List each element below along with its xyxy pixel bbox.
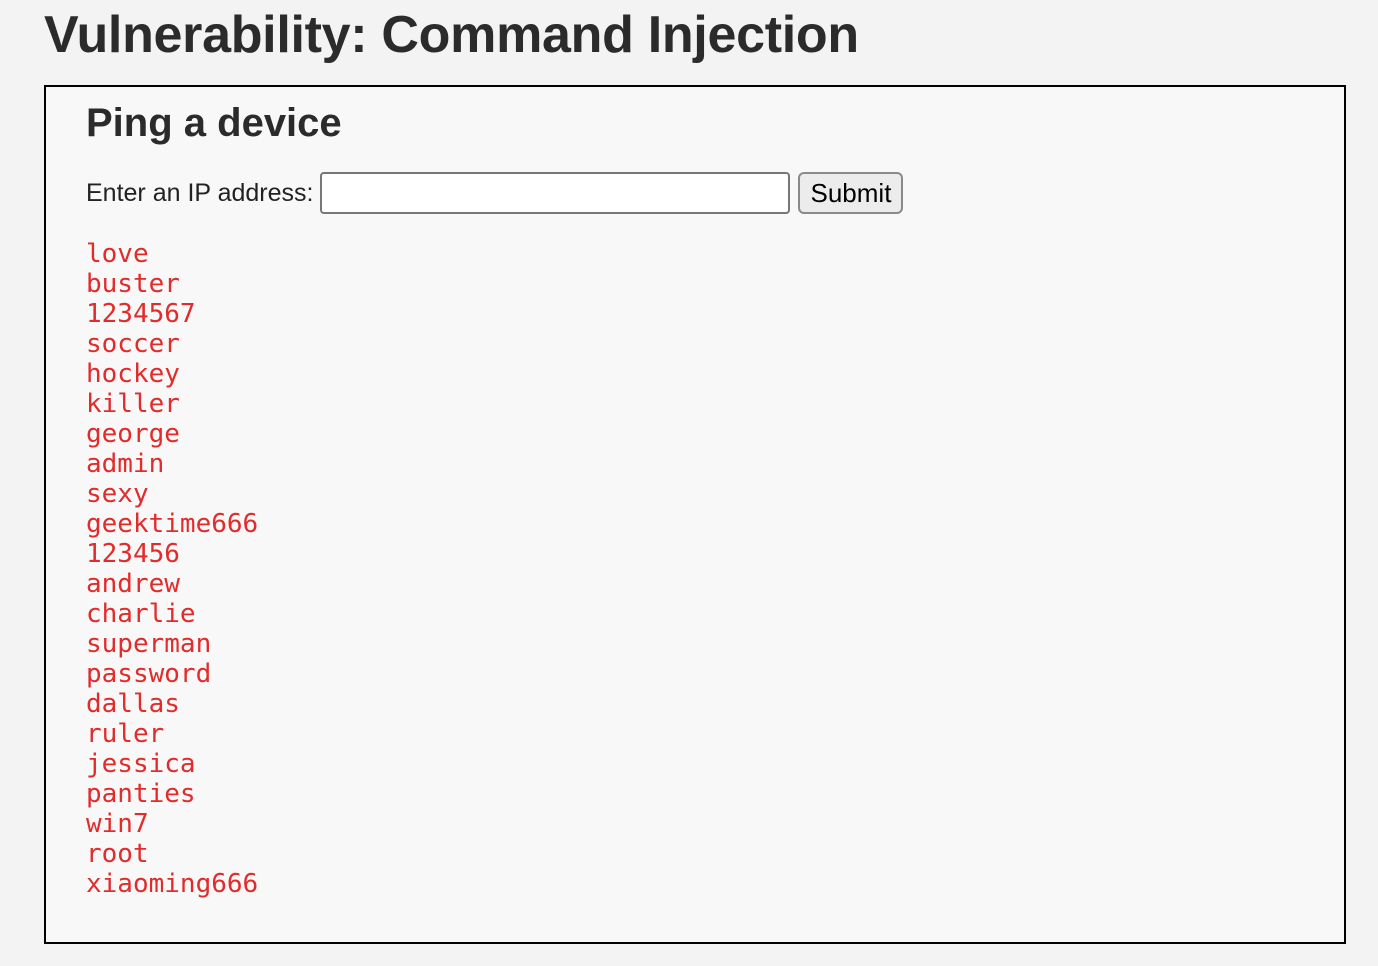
output-line: win7 — [86, 809, 149, 839]
section-title: Ping a device — [86, 101, 342, 145]
output-line: dallas — [86, 689, 180, 719]
output-line: sexy — [86, 479, 149, 509]
output-line: root — [86, 839, 149, 869]
output-line: password — [86, 659, 212, 689]
ping-form: Enter an IP address: Submit — [86, 171, 904, 215]
output-line: xiaoming666 — [86, 869, 259, 899]
output-line: george — [86, 419, 180, 449]
submit-button[interactable]: Submit — [798, 172, 904, 214]
page-title: Vulnerability: Command Injection — [44, 6, 859, 64]
output-line: andrew — [86, 569, 180, 599]
output-line: 123456 — [86, 539, 180, 569]
ip-address-label: Enter an IP address: — [86, 179, 314, 207]
output-line: geektime666 — [86, 509, 259, 539]
vulnerable-code-area: Ping a device Enter an IP address: Submi… — [44, 85, 1346, 944]
output-line: killer — [86, 389, 180, 419]
output-line: 1234567 — [86, 299, 196, 329]
output-line: jessica — [86, 749, 196, 779]
ip-address-input[interactable] — [320, 172, 791, 214]
output-line: charlie — [86, 599, 196, 629]
output-line: ruler — [86, 719, 165, 749]
output-line: hockey — [86, 359, 180, 389]
output-line: superman — [86, 629, 212, 659]
output-line: admin — [86, 449, 165, 479]
command-output: love buster 1234567 soccer hockey killer… — [86, 239, 258, 899]
output-line: buster — [86, 269, 180, 299]
output-line: panties — [86, 779, 196, 809]
output-line: soccer — [86, 329, 180, 359]
output-line: love — [86, 239, 149, 269]
